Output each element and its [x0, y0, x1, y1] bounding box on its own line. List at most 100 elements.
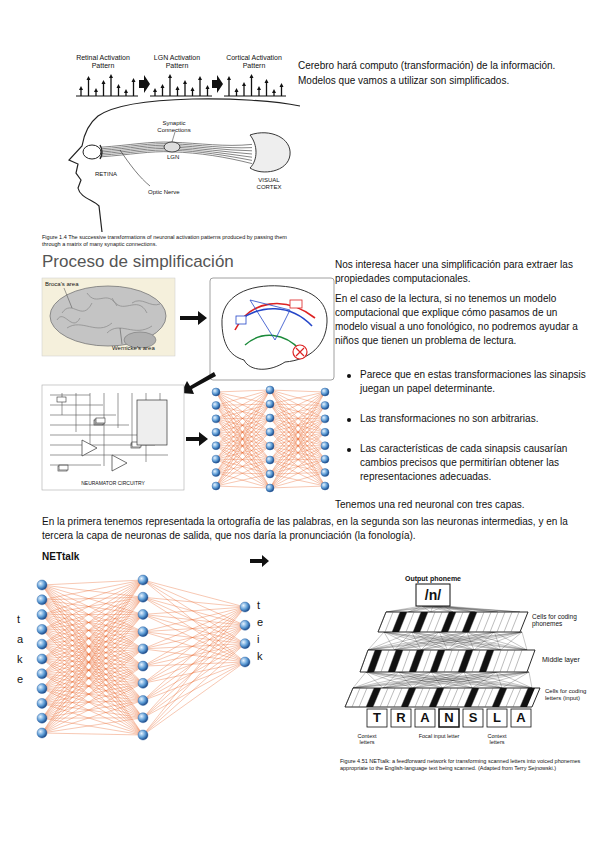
component-symbol	[59, 465, 68, 470]
synapse-line	[216, 474, 270, 486]
cell-line	[458, 650, 466, 672]
layer-band: Cells for coding phonemes	[378, 612, 588, 632]
process-arrow	[180, 311, 207, 325]
wire	[50, 425, 129, 426]
baseline	[150, 95, 212, 96]
synapse-line	[216, 419, 270, 488]
synapse-line	[143, 625, 245, 717]
bullet-dot	[347, 448, 351, 452]
label: Context letters	[350, 733, 384, 745]
label: Focal input letter	[418, 733, 460, 739]
neuron	[37, 580, 47, 590]
synapse-line	[42, 614, 143, 644]
lgn-body	[164, 142, 180, 152]
letter-cell	[487, 709, 507, 727]
synapse-line	[270, 419, 325, 432]
neuron	[321, 388, 329, 396]
neuron	[138, 661, 148, 671]
neuron	[321, 442, 329, 450]
neuron	[138, 730, 148, 740]
bar-head	[168, 74, 172, 78]
connection-line	[496, 672, 532, 688]
synapse-line	[270, 473, 325, 488]
node-text: A	[415, 709, 435, 727]
neuron	[138, 627, 148, 637]
synapse-line	[270, 390, 325, 392]
synapse-line	[42, 597, 143, 733]
component-symbol	[58, 466, 67, 471]
cell-line	[492, 688, 500, 707]
cell-line	[471, 688, 479, 707]
node-text: Cells for coding letters (input)	[545, 688, 588, 702]
synapse-line	[42, 585, 143, 649]
synapse-line	[42, 580, 143, 718]
cell-line	[427, 612, 435, 632]
neuron	[37, 669, 47, 679]
bar-head	[235, 88, 239, 92]
big-arrow	[139, 75, 150, 93]
connection-line	[433, 606, 520, 612]
node-text: /n/	[416, 586, 450, 606]
cell-line	[511, 612, 519, 632]
synapse-line	[143, 644, 245, 649]
neuron	[266, 414, 274, 422]
cell-line	[392, 612, 400, 632]
synapse-line	[216, 460, 270, 473]
cell-line	[451, 650, 459, 672]
label: k	[257, 649, 263, 664]
neuron	[212, 482, 220, 490]
letter-cell	[511, 709, 531, 727]
pathway-blue	[250, 300, 290, 340]
cell-line	[366, 688, 374, 707]
cell-line	[437, 650, 445, 672]
label: Parece que en estas transformaciones las…	[360, 368, 591, 396]
label: Cortical Activation Pattern	[220, 54, 288, 69]
connection-line	[439, 632, 527, 650]
cell-line	[352, 688, 360, 707]
label: e	[257, 615, 263, 630]
synapse-line	[270, 390, 325, 459]
letter-cell	[415, 709, 435, 727]
bullet-dot	[347, 374, 351, 378]
connection-line	[529, 672, 532, 688]
gyrus	[107, 326, 152, 333]
cell-line	[434, 612, 442, 632]
active-cell	[409, 650, 424, 672]
nerve-fiber	[101, 152, 252, 164]
cell-line	[345, 688, 353, 707]
neuron	[321, 415, 329, 423]
bar-head	[265, 79, 269, 83]
active-cell	[441, 612, 456, 632]
synapse-line	[143, 644, 245, 684]
cell-line	[455, 612, 463, 632]
synapse-line	[270, 446, 325, 460]
cell-line	[401, 688, 409, 707]
node-text: N	[439, 709, 459, 727]
label: Figure 4.51 NETtalk: a feedforward netwo…	[340, 758, 592, 772]
cell-line	[513, 688, 521, 707]
cell-line	[381, 650, 389, 672]
neuron	[37, 639, 47, 649]
cell-line	[506, 688, 514, 707]
synapse-line	[42, 580, 143, 674]
connection-line	[368, 632, 384, 650]
synapse-line	[216, 390, 270, 473]
baseline	[224, 95, 286, 96]
neuron	[240, 657, 250, 667]
output-box: Output phoneme/n/	[404, 574, 462, 608]
synapse-line	[42, 614, 143, 615]
head-outline	[69, 99, 300, 232]
bar-head	[87, 76, 91, 80]
synapse-line	[270, 486, 325, 488]
label: Optic Nerve	[148, 188, 180, 196]
cell-line	[520, 688, 528, 707]
label: Tenemos una red neuronal con tres capas.	[335, 498, 591, 512]
neuron	[212, 428, 220, 436]
label: VISUAL CORTEX	[246, 177, 292, 190]
synapse-line	[42, 580, 143, 629]
cell-line	[387, 688, 395, 707]
node-text: R	[391, 709, 411, 727]
synapse-line	[216, 418, 270, 486]
gyrus	[67, 323, 112, 328]
wire	[90, 393, 91, 449]
